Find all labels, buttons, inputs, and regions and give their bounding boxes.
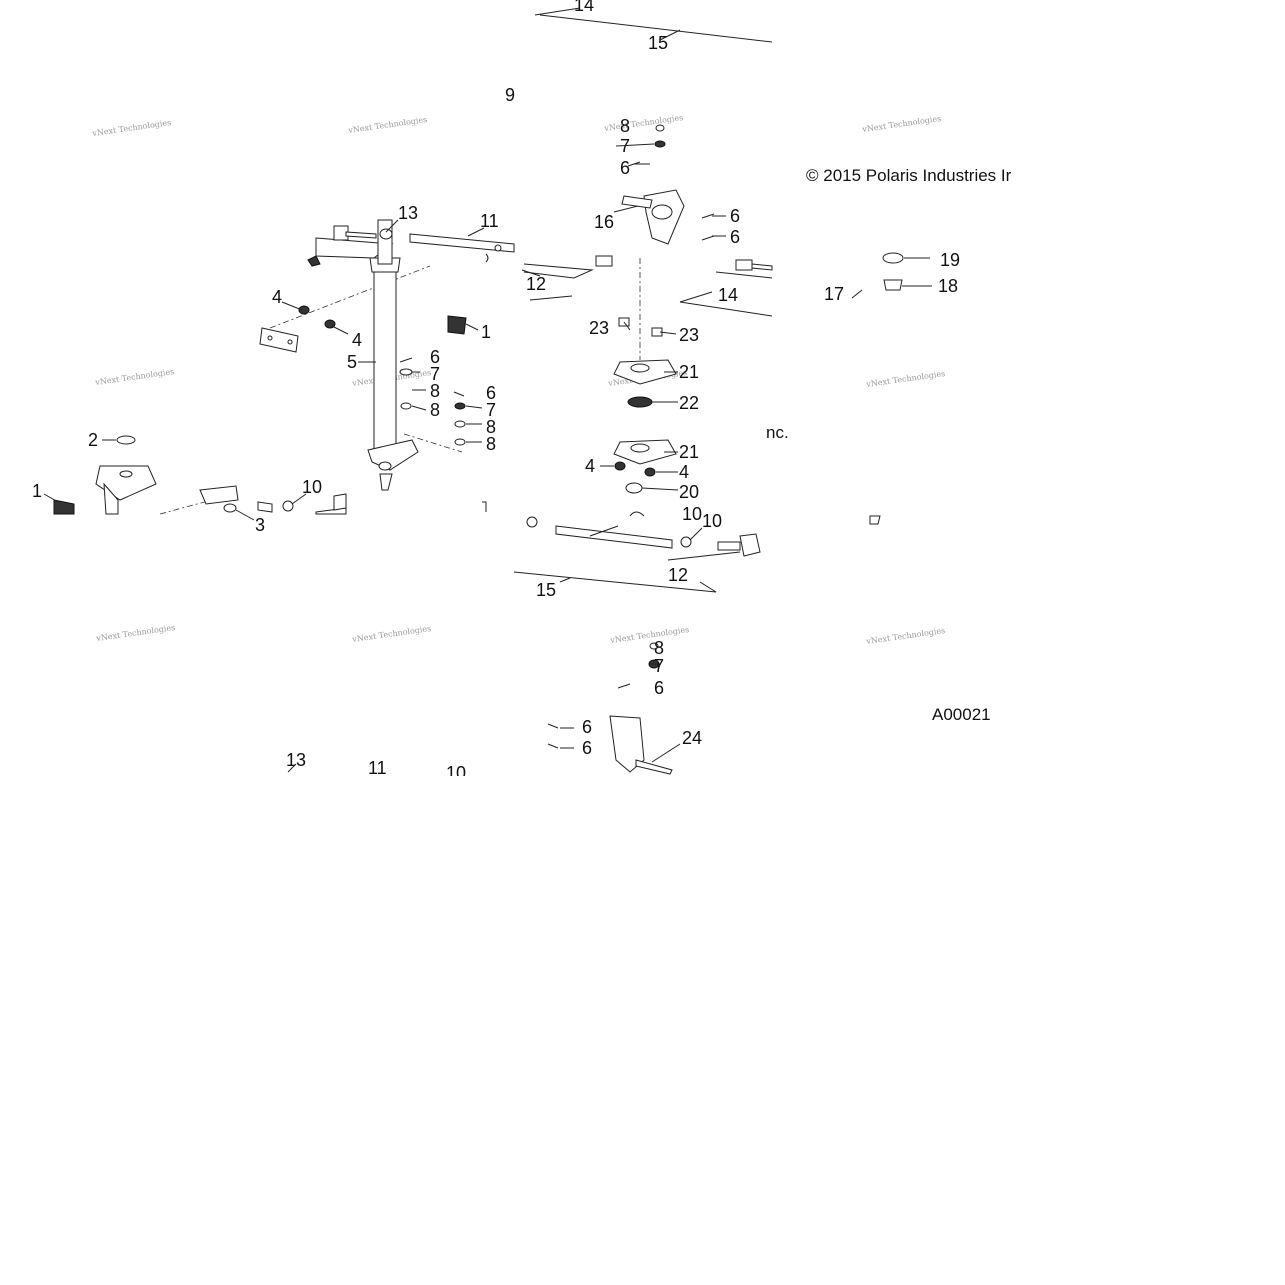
- watermark-layer: vNext Technologies vNext Technologies vN…: [91, 113, 946, 646]
- callout-label: 8: [486, 434, 496, 454]
- callout-label: 12: [668, 565, 688, 585]
- callout-label: 22: [679, 393, 699, 413]
- callout-label: 10: [682, 504, 702, 524]
- callout-label: 13: [286, 750, 306, 770]
- callout-label: 5: [347, 352, 357, 372]
- callout-label: 9: [505, 85, 515, 105]
- callout-label: 3: [255, 515, 265, 535]
- brackets: [53, 225, 881, 557]
- callout-label: 6: [730, 206, 740, 226]
- spindle-upper: [595, 189, 685, 267]
- copyright-fragment: nc.: [766, 423, 789, 442]
- callout-label: 6: [582, 738, 592, 758]
- hardware: [282, 124, 904, 749]
- callout-label: 7: [620, 136, 630, 156]
- callout-label: 7: [486, 400, 496, 420]
- callout-label: 4: [272, 287, 282, 307]
- blank-area: [0, 776, 1285, 1285]
- callout-label: 6: [620, 158, 630, 178]
- callout-label: 8: [430, 381, 440, 401]
- callout-label: 17: [824, 284, 844, 304]
- callout-label: 20: [679, 482, 699, 502]
- callout-label: 13: [398, 203, 418, 223]
- callout-label: 6: [582, 717, 592, 737]
- callout-label: 21: [679, 442, 699, 462]
- watermark: vNext Technologies: [861, 114, 942, 134]
- callout-label: 8: [620, 116, 630, 136]
- callout-label: 6: [730, 227, 740, 247]
- callout-label: 15: [648, 33, 668, 53]
- bearings: [613, 317, 677, 494]
- callout-label: 24: [682, 728, 702, 748]
- callout-label: 11: [480, 211, 499, 231]
- spindle-lower: [609, 715, 673, 775]
- watermark: vNext Technologies: [347, 115, 428, 135]
- callout-label: 16: [594, 212, 614, 232]
- guide-lines: [159, 7, 773, 593]
- callout-label: 23: [589, 318, 609, 338]
- callout-label: 10: [702, 511, 722, 531]
- callout-label: 8: [486, 417, 496, 437]
- callout-label: 23: [679, 325, 699, 345]
- callout-label: 7: [430, 364, 440, 384]
- watermark: vNext Technologies: [94, 367, 175, 387]
- watermark: vNext Technologies: [603, 113, 684, 133]
- callout-label: 6: [486, 383, 496, 403]
- callout-label: 8: [430, 400, 440, 420]
- callout-label: 19: [940, 250, 960, 270]
- callout-label: 4: [352, 330, 362, 350]
- callout-label: 11: [368, 758, 387, 778]
- callout-label: 8: [654, 638, 664, 658]
- watermark: vNext Technologies: [609, 625, 690, 645]
- callout-labels: 14 15 9 8 7 6 16 6 6 13 11 12 14 19 18 1…: [32, 0, 960, 783]
- callout-label: 14: [718, 285, 738, 305]
- leader-lines: [43, 143, 932, 773]
- callout-label: 4: [679, 462, 689, 482]
- callout-label: 2: [88, 430, 98, 450]
- callout-label: 10: [302, 477, 322, 497]
- watermark: vNext Technologies: [865, 369, 946, 389]
- watermark: vNext Technologies: [91, 118, 172, 138]
- watermark: vNext Technologies: [351, 624, 432, 644]
- callout-label: 21: [679, 362, 699, 382]
- callout-label: 6: [430, 347, 440, 367]
- callout-label: 14: [574, 0, 594, 15]
- callout-label: 4: [585, 456, 595, 476]
- copyright-notice: © 2015 Polaris Industries Ir: [806, 166, 1012, 185]
- watermark: vNext Technologies: [865, 626, 946, 646]
- watermark: vNext Technologies: [95, 623, 176, 643]
- callout-label: 15: [536, 580, 556, 600]
- callout-label: 7: [654, 656, 664, 676]
- callout-label: 1: [32, 481, 42, 501]
- callout-label: 12: [526, 274, 546, 294]
- callout-label: 6: [654, 678, 664, 698]
- steering-post: [367, 219, 419, 491]
- tie-rods: [409, 233, 673, 549]
- figure-code: A00021: [932, 705, 991, 724]
- callout-label: 1: [481, 322, 491, 342]
- callout-label: 18: [938, 276, 958, 296]
